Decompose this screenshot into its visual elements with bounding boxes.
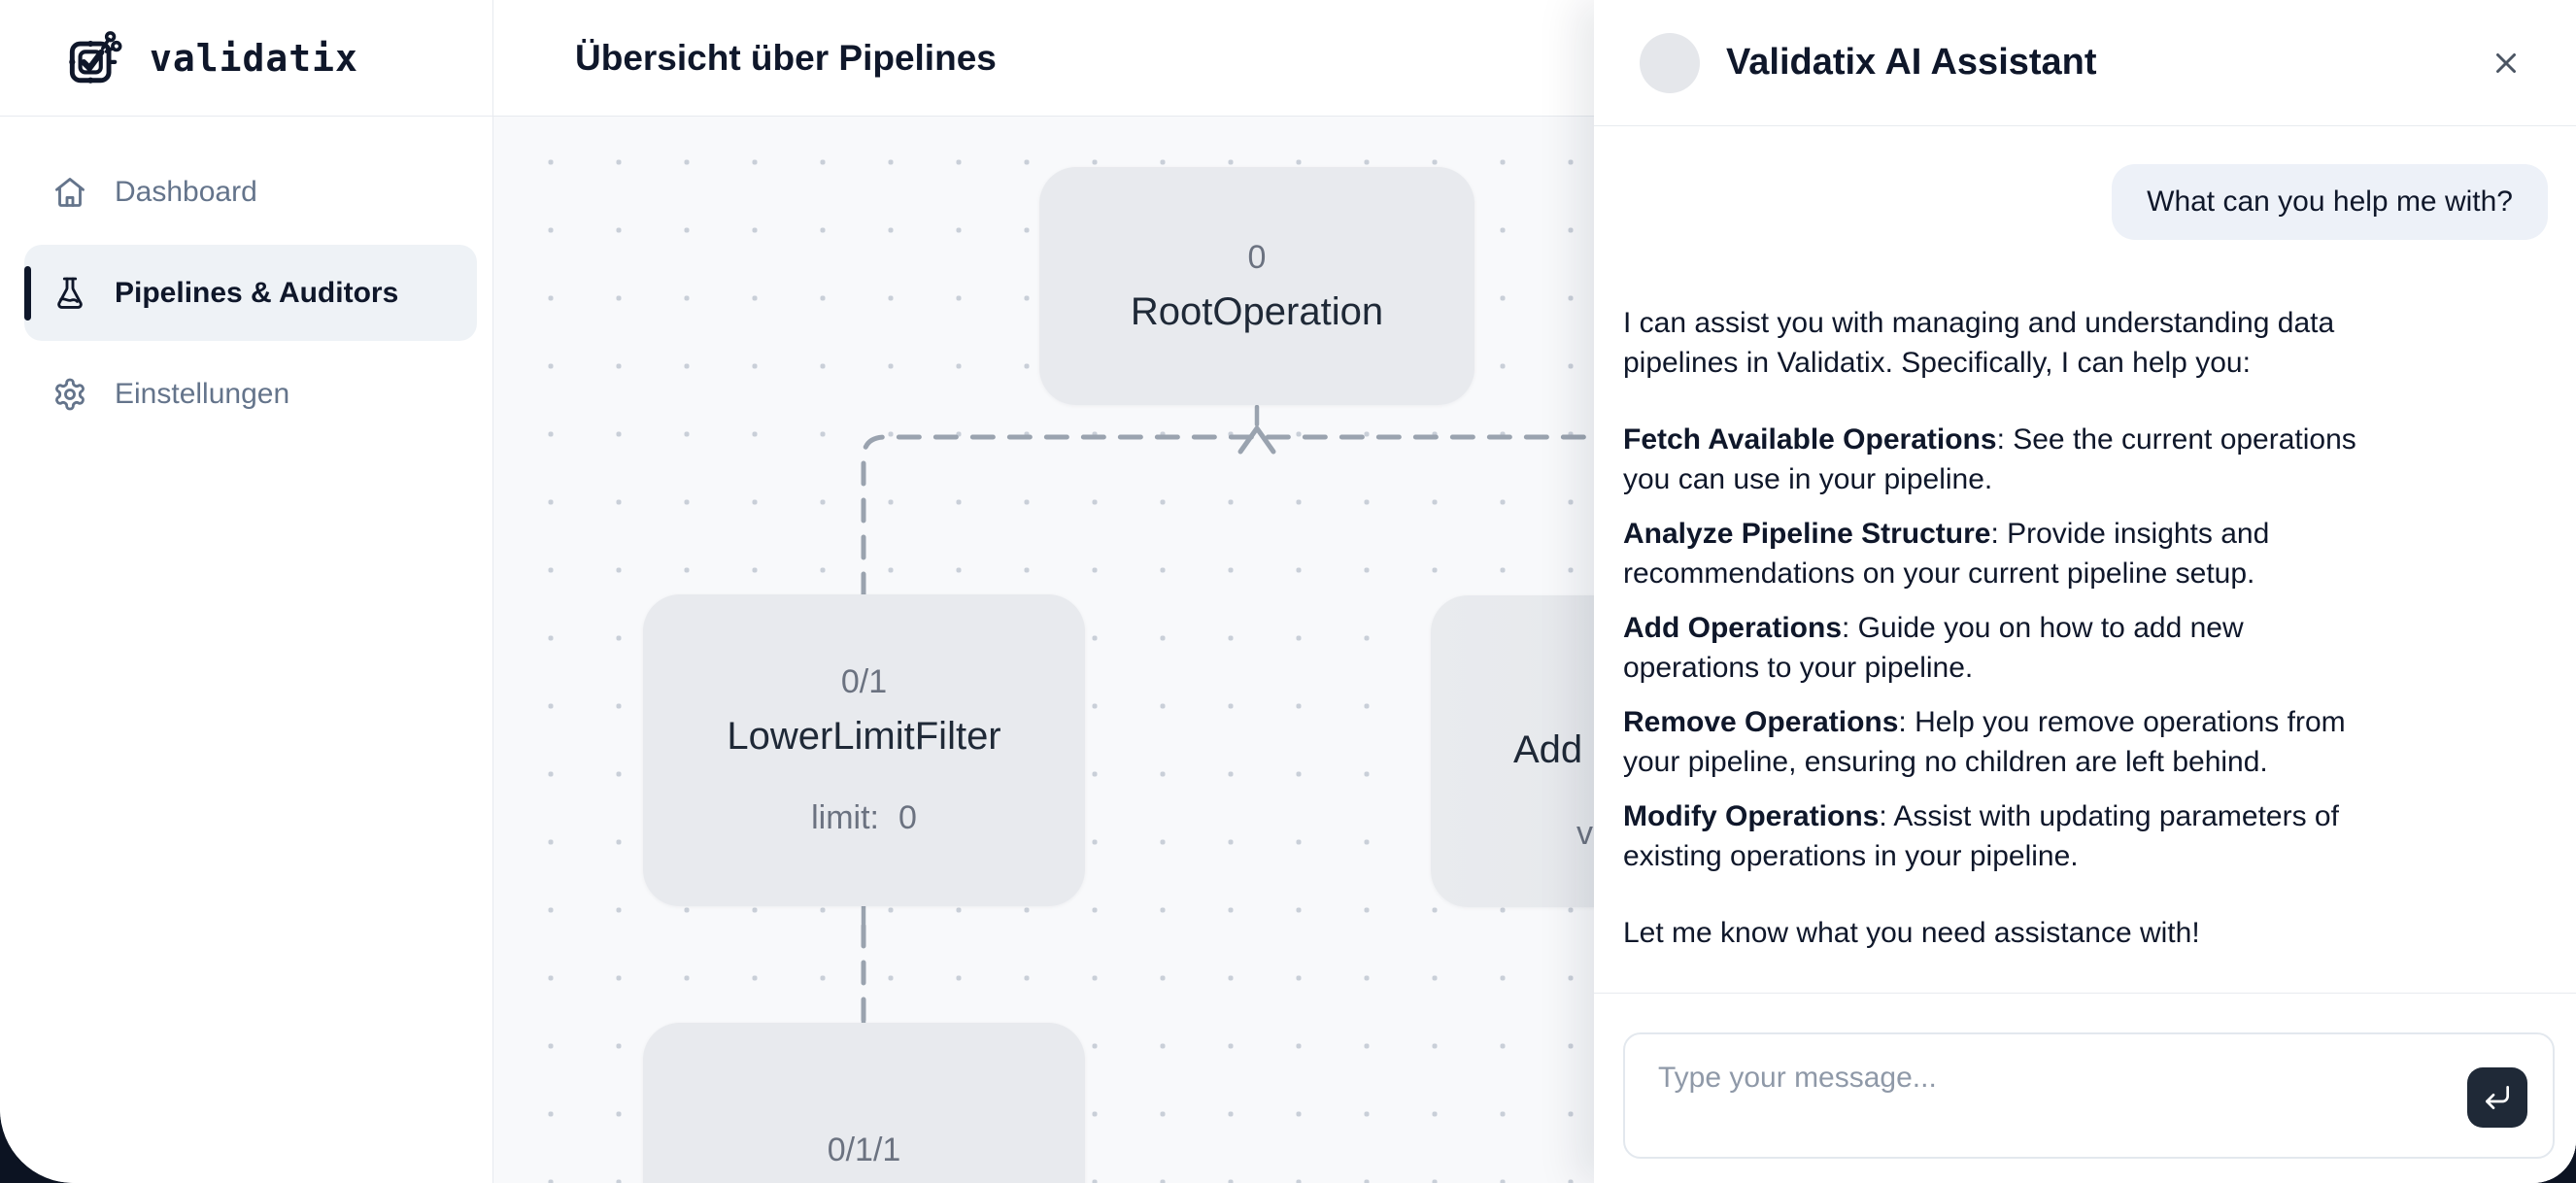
home-icon [55, 177, 85, 207]
chat-messages: What can you help me with? I can assist … [1594, 126, 2576, 993]
sidebar-item-dashboard[interactable]: Dashboard [24, 144, 477, 240]
chat-input-area [1594, 993, 2576, 1183]
sidebar-item-pipelines-auditors[interactable]: Pipelines & Auditors [24, 245, 477, 341]
send-button[interactable] [2467, 1067, 2527, 1128]
node-param: v [1576, 815, 1593, 852]
node-clipped-right[interactable]: Add v [1431, 595, 1594, 907]
flask-icon [57, 277, 83, 309]
user-message-bubble: What can you help me with? [2112, 164, 2548, 240]
assistant-title: Validatix AI Assistant [1726, 42, 2097, 83]
node-lower-limit-filter[interactable]: 0/1 LowerLimitFilter limit:0 [643, 594, 1085, 906]
assistant-capability: Modify Operations: Assist with updating … [1623, 800, 2339, 872]
topbar: Übersicht über Pipelines [493, 0, 1594, 117]
node-title: Add [1513, 728, 1583, 771]
assistant-message: I can assist you with managing and under… [1623, 303, 2363, 953]
node-add-value-wiper[interactable]: 0/1/1 AddValueWiper [643, 1023, 1085, 1183]
validatix-logo-icon [69, 30, 122, 84]
close-panel-button[interactable] [2483, 40, 2529, 86]
assistant-intro: I can assist you with managing and under… [1623, 307, 2335, 379]
close-icon [2496, 52, 2516, 73]
node-title: LowerLimitFilter [727, 715, 1001, 758]
node-param: limit:0 [811, 799, 917, 836]
assistant-capability: Add Operations: Guide you on how to add … [1623, 612, 2244, 684]
logo: validatix [0, 0, 492, 117]
assistant-outro: Let me know what you need assistance wit… [1623, 917, 2200, 949]
sidebar-item-label: Dashboard [115, 175, 257, 208]
message-input-box [1623, 1032, 2555, 1159]
ai-assistant-panel: Validatix AI Assistant What can you help… [1594, 0, 2576, 1183]
assistant-avatar [1640, 32, 1700, 93]
assistant-capability: Remove Operations: Help you remove opera… [1623, 706, 2346, 778]
node-counter: 0/1/1 [827, 1131, 901, 1168]
pipeline-canvas[interactable]: 0 RootOperation 0/1 LowerLimitFilter lim… [493, 117, 1594, 1183]
assistant-header: Validatix AI Assistant [1594, 0, 2576, 126]
node-counter: 0/1 [840, 663, 888, 700]
node-counter: 0 [1247, 238, 1267, 276]
sidebar-item-label: Einstellungen [115, 377, 290, 410]
sidebar-nav: Dashboard Pipelines & Auditors Einstellu… [0, 117, 492, 442]
assistant-capability: Analyze Pipeline Structure: Provide insi… [1623, 518, 2270, 590]
sidebar-item-einstellungen[interactable]: Einstellungen [24, 346, 477, 442]
node-title: RootOperation [1130, 289, 1384, 333]
assistant-capability: Fetch Available Operations: See the curr… [1623, 423, 2356, 495]
message-input[interactable] [1625, 1034, 2553, 1157]
gear-icon [55, 378, 85, 410]
sidebar: validatix Dashboard Pipelines & Auditors [0, 0, 493, 1183]
page-title: Übersicht über Pipelines [575, 37, 997, 78]
logo-text: validatix [150, 36, 358, 80]
node-root-operation[interactable]: 0 RootOperation [1039, 167, 1474, 405]
active-indicator [24, 265, 31, 321]
sidebar-item-label: Pipelines & Auditors [115, 276, 399, 309]
return-arrow-icon [2486, 1086, 2509, 1109]
